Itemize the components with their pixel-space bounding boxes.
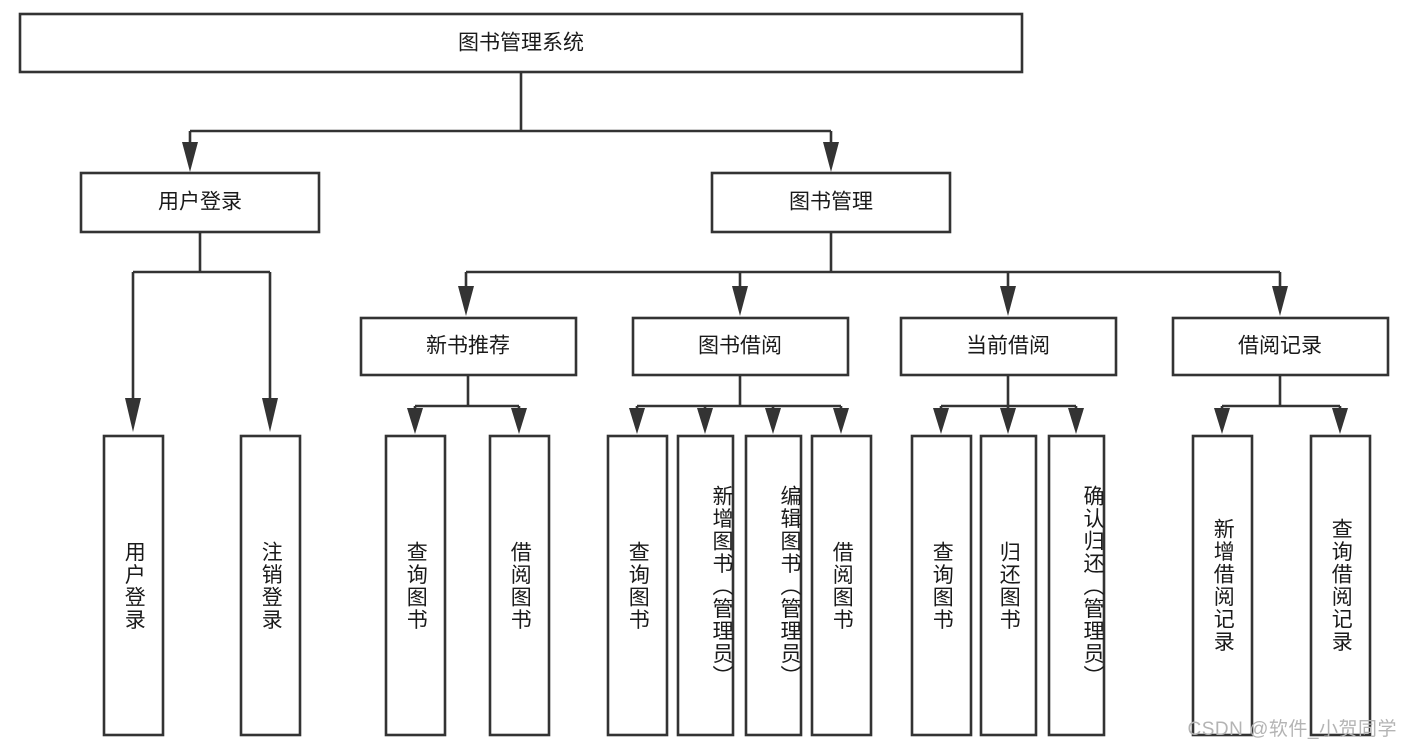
arrow-to-leaf-add-book xyxy=(697,408,713,434)
leaf-logout-login-box[interactable] xyxy=(239,434,302,737)
leaf-box-layer xyxy=(102,434,1372,737)
leaf-add-record-box[interactable] xyxy=(1191,434,1254,737)
node-borrow-record[interactable]: 借阅记录 xyxy=(1171,316,1390,377)
arrow-to-leaf-add-record xyxy=(1214,408,1230,434)
node-book-borrow[interactable]: 图书借阅 xyxy=(631,316,850,377)
arrow-to-book-borrow xyxy=(732,286,748,316)
arrow-to-leaf-query-book-2 xyxy=(629,408,645,434)
csdn-watermark: CSDN @软件_小贺同学 xyxy=(1187,719,1397,740)
connector-layer xyxy=(125,72,1348,434)
arrow-to-book-manage xyxy=(823,142,839,172)
node-user-login-label: 用户登录 xyxy=(158,191,242,214)
leaf-add-book-box[interactable] xyxy=(676,434,735,737)
node-current-borrow-box[interactable] xyxy=(899,316,1118,377)
arrow-to-current-borrow xyxy=(1000,286,1016,316)
node-book-manage-box[interactable] xyxy=(710,171,952,234)
arrow-to-leaf-user-login xyxy=(125,398,141,432)
node-root-box[interactable] xyxy=(18,12,1024,74)
node-book-manage[interactable]: 图书管理 xyxy=(710,171,952,234)
node-root[interactable]: 图书管理系统 xyxy=(18,12,1024,74)
leaf-query-book-3-box[interactable] xyxy=(910,434,973,737)
arrow-to-leaf-query-book-3 xyxy=(933,408,949,434)
node-current-borrow[interactable]: 当前借阅 xyxy=(899,316,1118,377)
node-current-borrow-label: 当前借阅 xyxy=(966,335,1050,358)
arrow-to-borrow-record xyxy=(1272,286,1288,316)
arrow-to-leaf-borrow-book-1 xyxy=(511,408,527,434)
arrow-to-leaf-logout-login xyxy=(262,398,278,432)
arrow-to-leaf-edit-book xyxy=(765,408,781,434)
node-new-book-recommend-box[interactable] xyxy=(359,316,578,377)
node-book-manage-label: 图书管理 xyxy=(789,191,873,214)
leaf-user-login-box[interactable] xyxy=(102,434,165,737)
leaf-query-book-1-box[interactable] xyxy=(384,434,447,737)
arrow-to-leaf-return-book xyxy=(1000,408,1016,434)
leaf-return-book-box[interactable] xyxy=(979,434,1038,737)
arrow-to-user-login xyxy=(182,142,198,172)
node-borrow-record-box[interactable] xyxy=(1171,316,1390,377)
node-user-login[interactable]: 用户登录 xyxy=(79,171,321,234)
leaf-edit-book-box[interactable] xyxy=(744,434,803,737)
arrow-to-leaf-borrow-book-2 xyxy=(833,408,849,434)
node-new-book-recommend[interactable]: 新书推荐 xyxy=(359,316,578,377)
arrow-to-new-book-recommend xyxy=(458,286,474,316)
leaf-confirm-return-box[interactable] xyxy=(1047,434,1106,737)
arrow-to-leaf-confirm-return xyxy=(1068,408,1084,434)
node-new-book-recommend-label: 新书推荐 xyxy=(426,335,510,358)
leaf-query-book-2-box[interactable] xyxy=(606,434,669,737)
leaf-borrow-book-2-box[interactable] xyxy=(810,434,873,737)
node-borrow-record-label: 借阅记录 xyxy=(1238,335,1322,358)
arrow-to-leaf-query-record xyxy=(1332,408,1348,434)
node-root-label: 图书管理系统 xyxy=(458,32,584,55)
leaf-borrow-book-1-box[interactable] xyxy=(488,434,551,737)
node-book-borrow-label: 图书借阅 xyxy=(698,335,782,358)
node-user-login-box[interactable] xyxy=(79,171,321,234)
node-book-borrow-box[interactable] xyxy=(631,316,850,377)
arrow-to-leaf-query-book-1 xyxy=(407,408,423,434)
leaf-query-record-box[interactable] xyxy=(1309,434,1372,737)
